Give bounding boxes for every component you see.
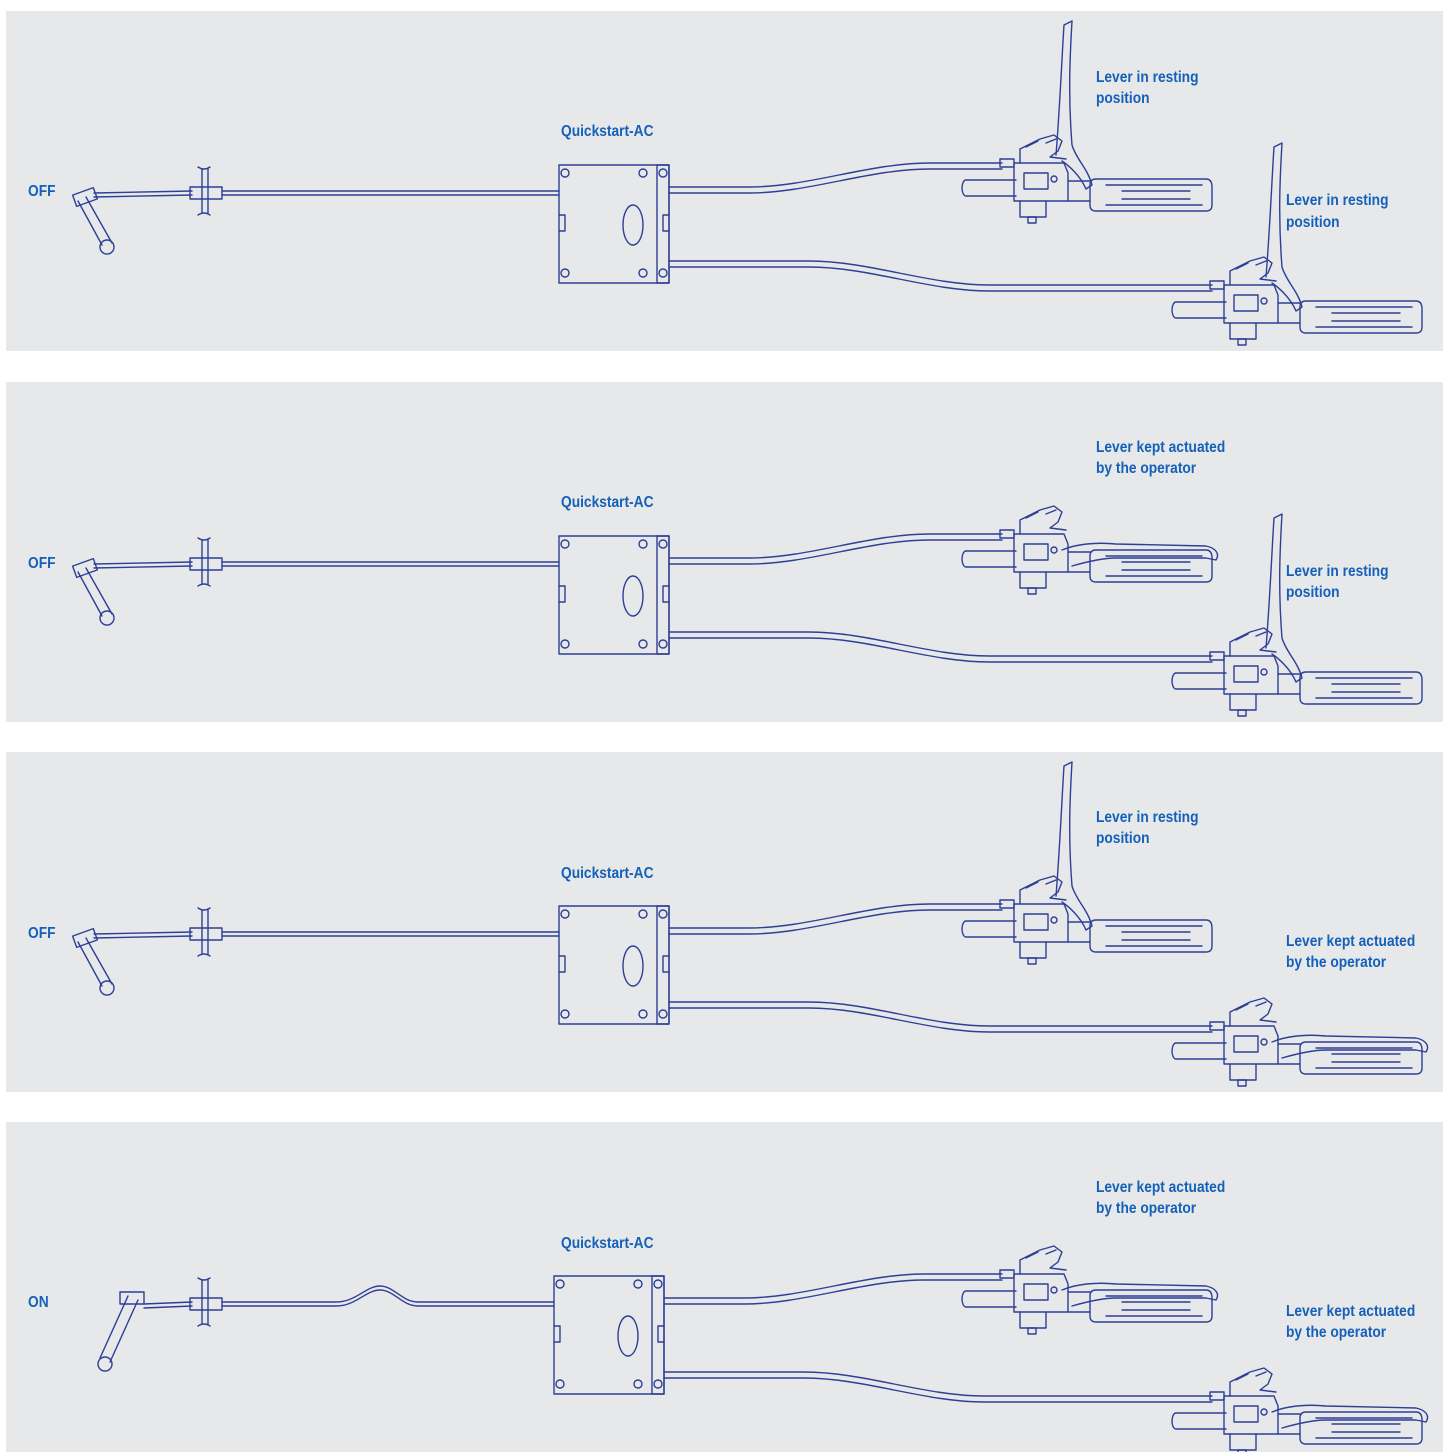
- state-label: OFF: [28, 925, 56, 942]
- lower-lever-note-line-1: Lever kept actuated: [1286, 1303, 1416, 1320]
- box-label: Quickstart-AC: [561, 494, 654, 511]
- upper-handle: [961, 505, 1219, 595]
- state-label: ON: [28, 1294, 49, 1311]
- lower-handle: [1171, 142, 1423, 346]
- handle-cables: [668, 533, 1213, 663]
- left-cable-assembly: [97, 1277, 555, 1372]
- mechanism-drawing-2: [71, 505, 1423, 717]
- lower-lever-note-line-1: Lever in resting: [1286, 563, 1389, 580]
- upper-lever-note-line-1: Lever in resting: [1096, 69, 1199, 86]
- mechanism-drawing-4: [97, 1245, 1429, 1452]
- quickstart-ac-box: [558, 535, 670, 655]
- state-label: OFF: [28, 183, 56, 200]
- left-cable-assembly: [71, 166, 560, 255]
- handle-cables: [668, 903, 1213, 1033]
- lower-lever-note-line-2: position: [1286, 584, 1340, 601]
- upper-lever-note-line-1: Lever in resting: [1096, 809, 1199, 826]
- left-cable-assembly: [71, 537, 560, 626]
- mechanism-drawing-3: [71, 761, 1429, 1087]
- handle-cables: [663, 1273, 1213, 1403]
- upper-lever-note-line-1: Lever kept actuated: [1096, 439, 1226, 456]
- upper-lever-note-line-2: by the operator: [1096, 1200, 1197, 1217]
- lower-handle: [1171, 1367, 1429, 1452]
- lower-handle: [1171, 513, 1423, 717]
- diagram-panel-4: ON Quickstart-AC Lever kept actuated by …: [6, 1122, 1443, 1452]
- box-label: Quickstart-AC: [561, 1235, 654, 1252]
- diagram-panel-1: OFF Quickstart-AC Lever in resting posit…: [6, 11, 1443, 351]
- diagram-panel-2: OFF Quickstart-AC Lever kept actuated by…: [6, 382, 1443, 722]
- lower-lever-note-line-1: Lever in resting: [1286, 192, 1389, 209]
- lower-lever-note-line-2: position: [1286, 214, 1340, 231]
- lower-lever-note-line-2: by the operator: [1286, 954, 1387, 971]
- upper-lever-note-line-2: position: [1096, 90, 1150, 107]
- handle-cables: [668, 162, 1213, 292]
- box-label: Quickstart-AC: [561, 123, 654, 140]
- state-label: OFF: [28, 555, 56, 572]
- quickstart-ac-box: [558, 905, 670, 1025]
- upper-handle: [961, 20, 1213, 224]
- box-label: Quickstart-AC: [561, 865, 654, 882]
- upper-lever-note-line-2: position: [1096, 830, 1150, 847]
- quickstart-ac-box: [553, 1275, 665, 1395]
- diagram-panel-3: OFF Quickstart-AC Lever in resting posit…: [6, 752, 1443, 1092]
- mechanism-drawing-1: [71, 20, 1423, 346]
- left-cable-assembly: [71, 907, 560, 996]
- upper-lever-note-line-2: by the operator: [1096, 460, 1197, 477]
- lower-lever-note-line-2: by the operator: [1286, 1324, 1387, 1341]
- upper-handle: [961, 761, 1213, 965]
- upper-handle: [961, 1245, 1219, 1335]
- lower-handle: [1171, 997, 1429, 1087]
- quickstart-ac-box: [558, 164, 670, 284]
- upper-lever-note-line-1: Lever kept actuated: [1096, 1179, 1226, 1196]
- lower-lever-note-line-1: Lever kept actuated: [1286, 933, 1416, 950]
